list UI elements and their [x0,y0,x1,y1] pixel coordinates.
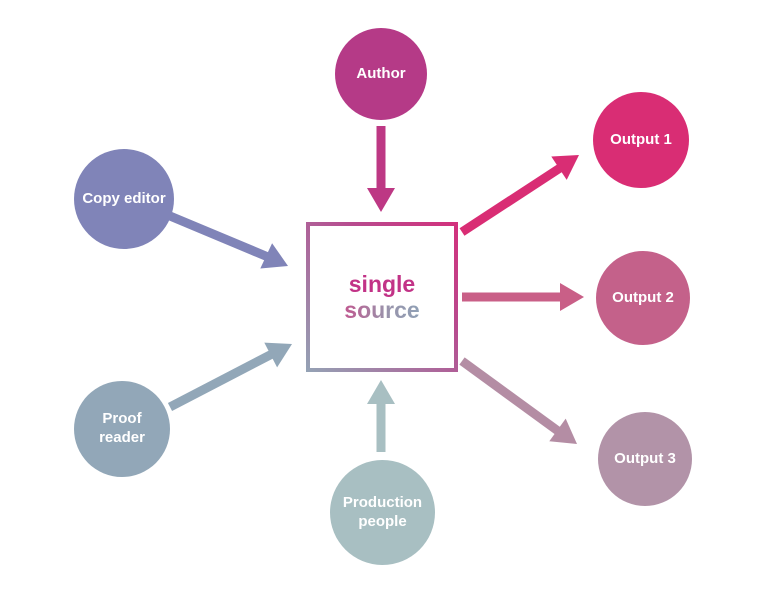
node-proof-reader-label: Proof reader [99,410,145,446]
node-output-2: Output 2 [596,251,690,345]
arrow-production-to-source [367,380,395,452]
node-output-3: Output 3 [598,412,692,506]
single-label: single [348,270,416,297]
node-copy-editor: Copy editor [74,149,174,249]
node-author: Author [335,28,427,120]
node-author-label: Author [356,64,406,82]
node-output-1-label: Output 1 [610,130,672,148]
arrow-author-to-source [367,126,395,212]
arrow-source-to-output-2 [462,283,584,311]
node-output-3-label: Output 3 [614,449,676,467]
node-output-1: Output 1 [593,92,689,188]
node-copy-editor-label: Copy editor [82,189,166,207]
source-label: source [344,297,420,323]
node-proof-reader: Proof reader [74,381,170,477]
node-output-2-label: Output 2 [612,288,674,306]
arrow-copy-editor-to-source [168,211,288,269]
single-source-box: single source [306,222,458,372]
single-source-box-inner: single source [310,226,454,368]
node-production-people: Production people [330,460,435,565]
arrow-source-to-output-3 [459,357,577,444]
arrow-source-to-output-1 [459,155,579,236]
node-production-people-label: Production people [342,493,423,530]
arrow-proof-reader-to-source [167,342,292,411]
